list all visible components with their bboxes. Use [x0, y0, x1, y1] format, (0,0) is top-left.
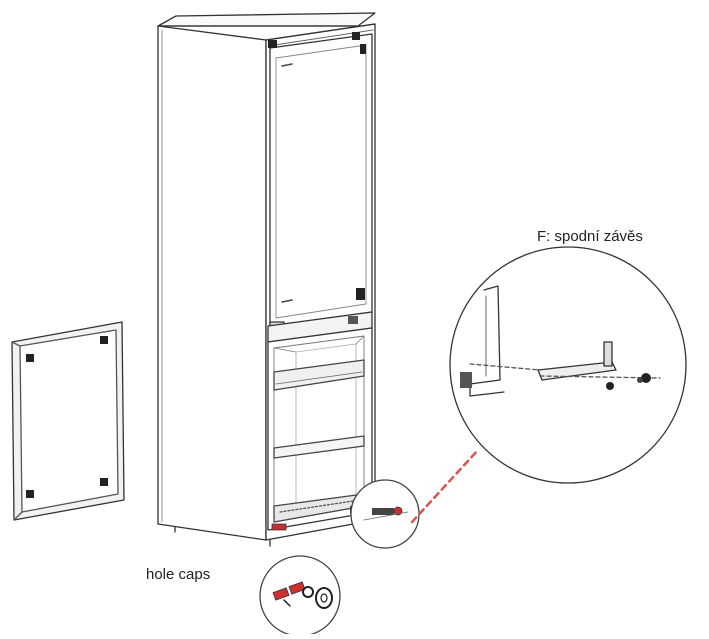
hinge-callout-large: [449, 246, 687, 484]
removed-door: [11, 321, 125, 521]
callout-connector: [410, 448, 480, 524]
upper-door: [268, 32, 373, 331]
hinge-callout-small: [350, 479, 420, 549]
bottom-hinge-label: F: spodní závěs: [537, 228, 643, 245]
hole-caps-label: hole caps: [146, 566, 211, 583]
hole-caps-callout: [259, 555, 341, 637]
freezer-compartment: [267, 327, 373, 531]
